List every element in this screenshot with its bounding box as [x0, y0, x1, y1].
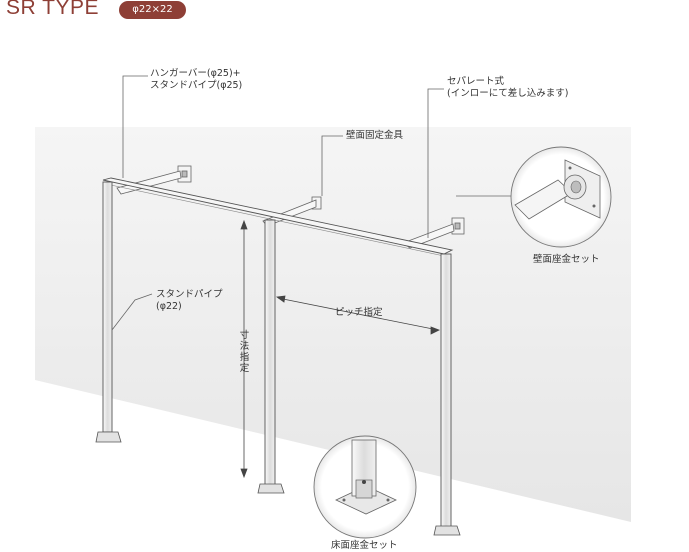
hanger-bar-label-line1: ハンガーバー(φ25)+ [150, 68, 241, 79]
pitch-label: ピッチ指定 [335, 307, 383, 318]
hanger-bar-label-line2: スタンドパイプ(φ25) [150, 79, 243, 91]
wall-base-detail [510, 146, 612, 248]
diameter-badge: φ22×22 [119, 1, 186, 19]
dimension-lines [240, 219, 440, 479]
dimension-label: 寸法指定 [239, 330, 250, 374]
floor-base-detail [313, 435, 417, 539]
stand-pipe-label: スタンドパイプ (φ22) [156, 289, 223, 312]
hanger-bar-label: ハンガーバー(φ25)+ スタンドパイプ(φ25) [150, 68, 242, 91]
separate-label-line2: (インローにて差し込みます) [447, 87, 569, 99]
page-title: SR TYPE [6, 0, 99, 19]
wall-background [35, 127, 631, 522]
wall-bracket-right [451, 217, 465, 235]
separate-label: セパレート式 (インローにて差し込みます) [447, 76, 568, 99]
wall-base-set-label: 壁面座金セット [533, 254, 600, 265]
floor-plates [95, 431, 461, 536]
floor-base-set-label: 床面座金セット [331, 540, 398, 551]
wall-bracket-label: 壁面固定金具 [346, 130, 404, 141]
hanger-bar [102, 177, 454, 255]
stand-pipe-label-line2: (φ22) [156, 300, 182, 312]
separate-label-line1: セパレート式 [447, 76, 505, 87]
stand-pipe-label-line1: スタンドパイプ [156, 289, 223, 300]
